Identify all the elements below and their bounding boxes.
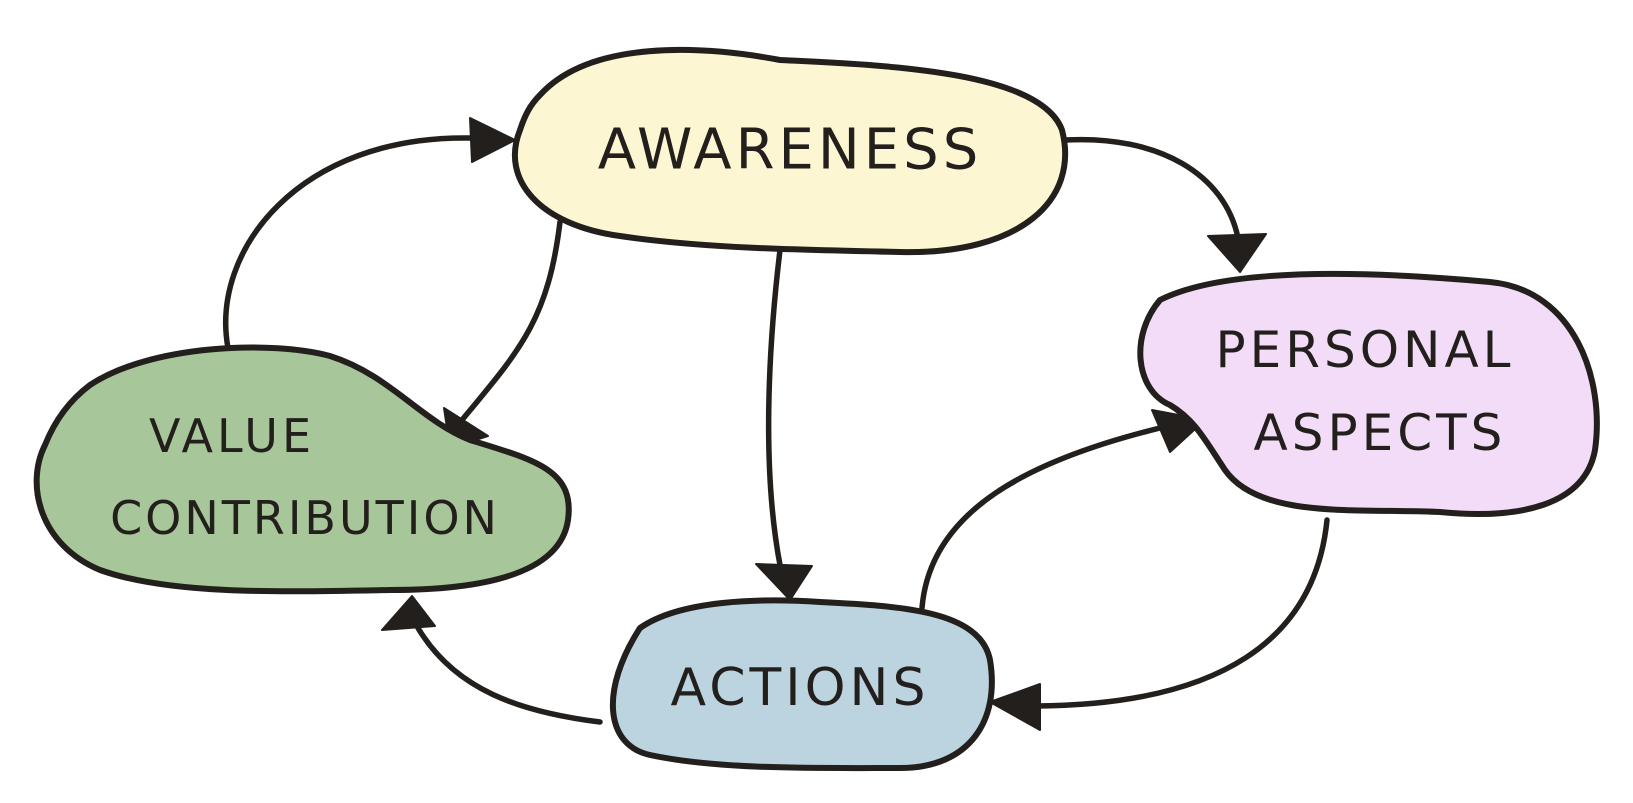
awareness-label: AWARENESS bbox=[598, 118, 983, 183]
actions-label: ACTIONS bbox=[671, 658, 930, 718]
awareness-blob bbox=[512, 47, 1069, 256]
arrowhead-icon bbox=[1207, 233, 1267, 273]
value-contribution-blob bbox=[33, 344, 572, 595]
edge-awareness-to-actions bbox=[755, 247, 813, 601]
value-contribution-label-line2: CONTRIBUTION bbox=[110, 491, 500, 545]
node-personal-aspects: PERSONAL ASPECTS bbox=[1137, 270, 1600, 517]
arrowhead-icon bbox=[469, 117, 516, 163]
node-awareness: AWARENESS bbox=[512, 47, 1069, 256]
node-value-contribution: VALUE CONTRIBUTION bbox=[33, 344, 572, 595]
personal-aspects-label-line2: ASPECTS bbox=[1254, 404, 1507, 462]
edge-actions-to-value bbox=[381, 595, 603, 725]
personal-aspects-blob bbox=[1137, 270, 1600, 517]
arrowhead-icon bbox=[989, 683, 1041, 731]
personal-aspects-label-line1: PERSONAL bbox=[1215, 321, 1514, 379]
value-contribution-label-line1: VALUE bbox=[149, 409, 315, 463]
edge-actions-to-personal bbox=[919, 409, 1206, 611]
arrowhead-icon bbox=[381, 595, 436, 631]
edge-value-to-awareness bbox=[223, 117, 516, 351]
edge-awareness-to-value bbox=[443, 219, 563, 449]
actions-blob bbox=[609, 597, 995, 772]
edge-personal-to-actions bbox=[989, 517, 1330, 731]
node-actions: ACTIONS bbox=[609, 597, 995, 772]
edge-awareness-to-personal bbox=[1062, 136, 1267, 273]
arrowhead-icon bbox=[755, 563, 813, 601]
